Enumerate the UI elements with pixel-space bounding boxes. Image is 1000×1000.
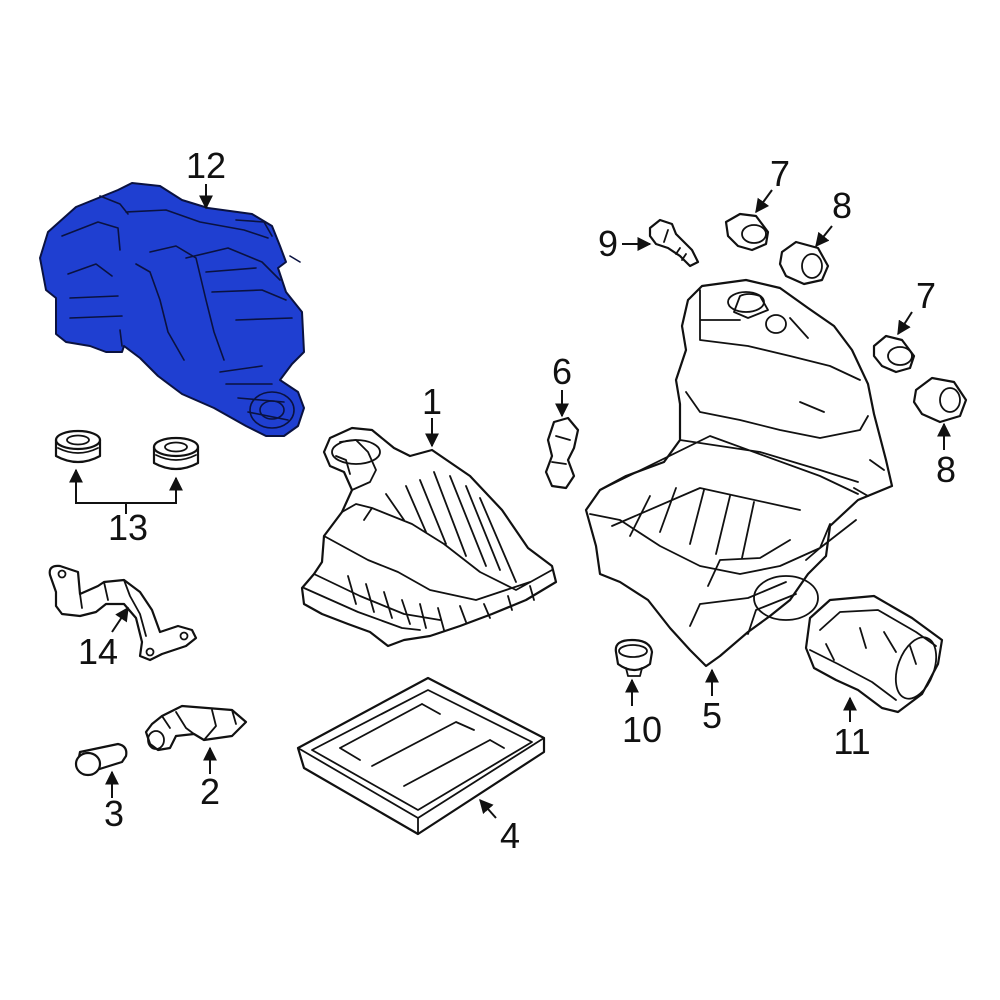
part-14-bracket[interactable] — [48, 564, 198, 662]
callout-13: 13 — [108, 507, 148, 548]
callout-7-lower: 7 — [916, 275, 936, 316]
part-13-grommet-right[interactable] — [152, 436, 200, 471]
callout-5: 5 — [702, 695, 722, 736]
part-9-bolt[interactable] — [648, 218, 700, 268]
callout-6: 6 — [552, 351, 572, 392]
part-5-air-cleaner-housing[interactable] — [584, 278, 894, 668]
part-1-air-cleaner-cover[interactable] — [300, 426, 558, 648]
callout-14: 14 — [78, 631, 118, 672]
part-10-grommet[interactable] — [614, 638, 654, 677]
callout-9: 9 — [598, 223, 618, 264]
callout-1: 1 — [422, 381, 442, 422]
part-8-grommet-upper[interactable] — [778, 240, 830, 286]
callout-7-upper: 7 — [770, 153, 790, 194]
part-7-bushing-lower[interactable] — [872, 334, 916, 374]
part-13-grommet-left[interactable] — [54, 429, 102, 464]
part-11-duct[interactable] — [804, 594, 944, 714]
part-7-bushing-upper[interactable] — [724, 212, 770, 252]
part-8-grommet-lower[interactable] — [912, 376, 968, 424]
callout-12: 12 — [186, 145, 226, 186]
callout-2: 2 — [200, 771, 220, 812]
leader-lines — [69, 184, 951, 819]
part-2-sensor[interactable] — [144, 704, 248, 752]
callout-11: 11 — [833, 721, 870, 762]
callout-10: 10 — [622, 709, 662, 750]
callout-8-upper: 8 — [832, 185, 852, 226]
callout-labels: 12 1 6 7 8 9 7 8 10 5 11 2 3 4 14 13 — [78, 145, 956, 856]
part-4-filter-element[interactable] — [296, 676, 546, 836]
part-12-intake-resonator[interactable] — [39, 182, 305, 437]
part-3-bolt[interactable] — [74, 742, 128, 777]
callout-8-lower: 8 — [936, 449, 956, 490]
callout-3: 3 — [104, 793, 124, 834]
part-6-clip[interactable] — [544, 416, 580, 490]
callout-4: 4 — [500, 815, 520, 856]
